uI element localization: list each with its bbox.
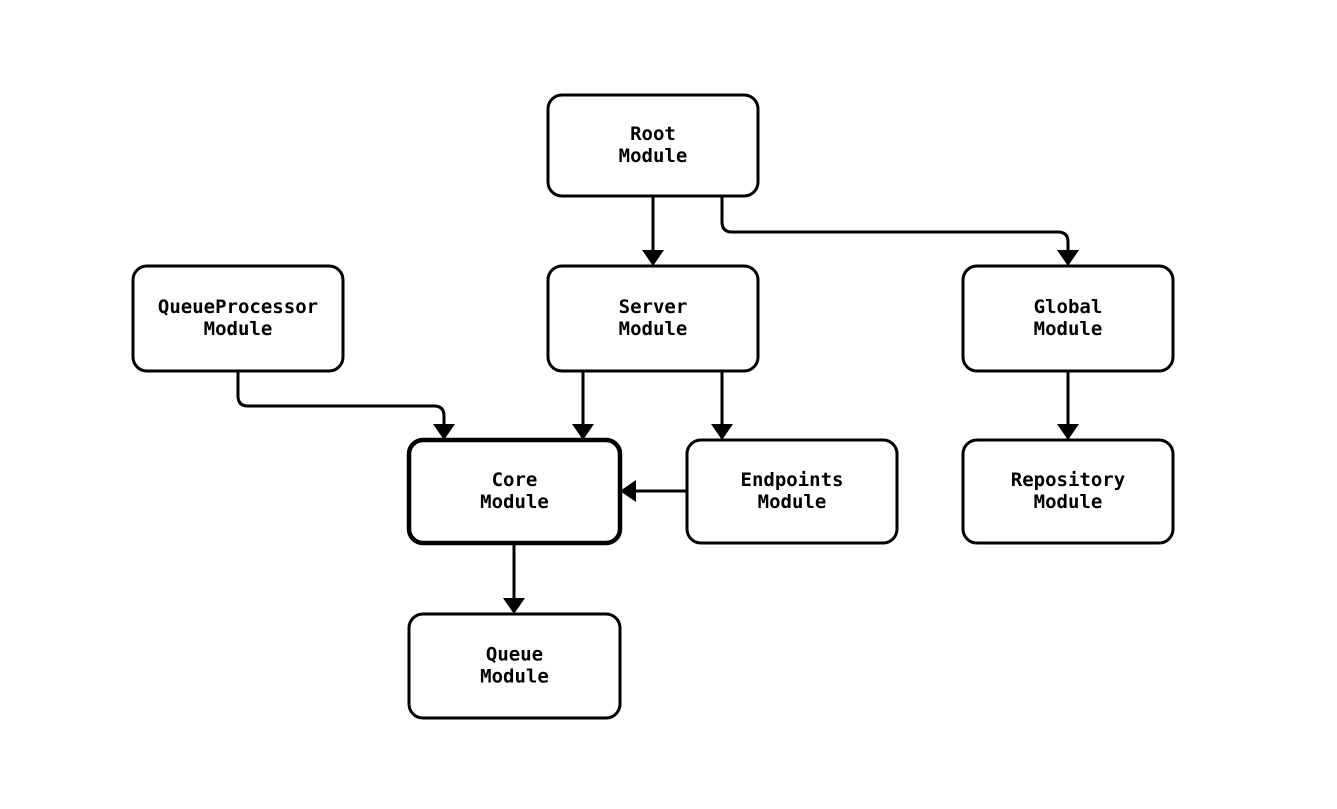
node-box[interactable] bbox=[961, 264, 1175, 373]
node-box[interactable] bbox=[131, 264, 345, 373]
node-label-line2: Module bbox=[480, 491, 549, 513]
edge-arrowhead bbox=[642, 250, 664, 266]
node-box[interactable] bbox=[685, 438, 899, 545]
edge-root-to-server bbox=[642, 196, 664, 266]
node-label-line2: Module bbox=[1034, 491, 1103, 513]
node-box[interactable] bbox=[546, 264, 760, 373]
node-label-line2: Module bbox=[204, 318, 273, 340]
edge-arrowhead bbox=[433, 424, 455, 440]
edge-line bbox=[236, 371, 446, 426]
edge-arrowhead bbox=[1057, 250, 1079, 266]
nodes-layer: RootModuleQueueProcessorModuleServerModu… bbox=[131, 93, 1175, 720]
node-label-line1: Server bbox=[619, 296, 688, 318]
node-label-line2: Module bbox=[758, 491, 827, 513]
edges-layer bbox=[236, 196, 1079, 614]
node-label-line1: QueueProcessor bbox=[158, 296, 318, 318]
node-box[interactable] bbox=[407, 612, 622, 720]
edge-server-to-core bbox=[572, 371, 594, 440]
edge-arrowhead bbox=[1057, 424, 1079, 440]
edge-arrowhead bbox=[503, 598, 525, 614]
node-label-line2: Module bbox=[619, 318, 688, 340]
node-label-line2: Module bbox=[480, 666, 549, 688]
edge-line bbox=[720, 196, 1070, 252]
edge-arrowhead bbox=[620, 480, 636, 502]
edge-arrowhead bbox=[711, 424, 733, 440]
node-label-line1: Core bbox=[492, 469, 538, 491]
node-label-line2: Module bbox=[1034, 318, 1103, 340]
node-label-line1: Queue bbox=[486, 644, 543, 666]
edge-root-to-global bbox=[720, 196, 1079, 266]
node-label-line2: Module bbox=[619, 145, 688, 167]
edge-endpoints-to-core bbox=[620, 480, 687, 502]
edge-core-to-queue bbox=[503, 543, 525, 614]
node-label-line1: Root bbox=[630, 123, 676, 145]
node-label-line1: Endpoints bbox=[741, 469, 844, 491]
edge-queueprocessor-to-core bbox=[236, 371, 455, 440]
node-label-line1: Global bbox=[1034, 296, 1103, 318]
edge-arrowhead bbox=[572, 424, 594, 440]
node-box[interactable] bbox=[406, 437, 623, 546]
node-box[interactable] bbox=[961, 438, 1175, 545]
edge-server-to-endpoints bbox=[711, 371, 733, 440]
edge-global-to-repository bbox=[1057, 371, 1079, 440]
node-label-line1: Repository bbox=[1011, 469, 1125, 491]
node-box[interactable] bbox=[546, 93, 760, 198]
